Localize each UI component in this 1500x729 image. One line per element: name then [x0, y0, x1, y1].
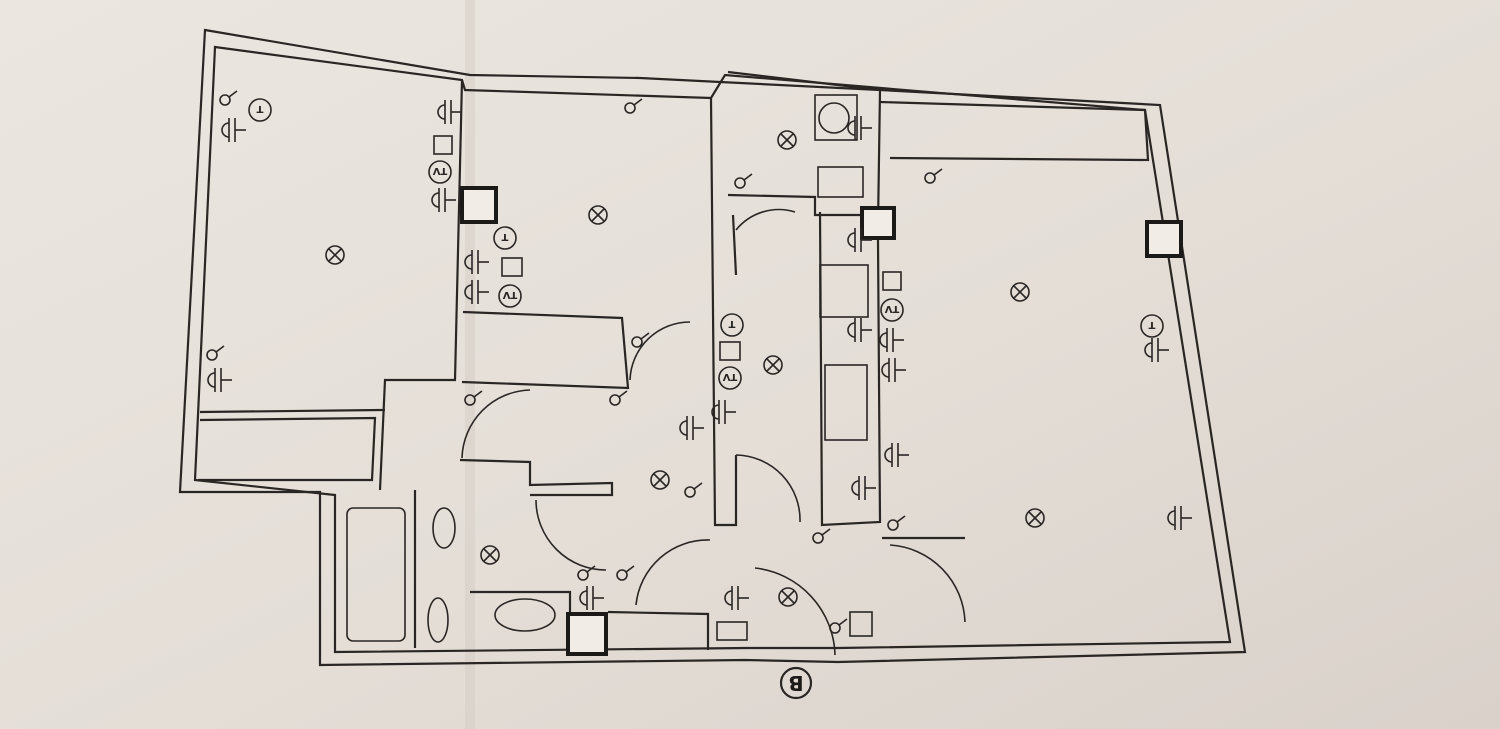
phone-socket-label: T: [1148, 319, 1155, 330]
toilet: [432, 507, 456, 549]
phone-socket-label: T: [256, 103, 263, 114]
entrance-label: B: [788, 671, 803, 695]
tv-socket-label: TV: [884, 303, 899, 314]
kitchen-sink: [817, 166, 864, 198]
entrance-marker: B: [779, 666, 813, 700]
phone-sockets: T T T T: [248, 98, 1164, 338]
tv-sockets: TV TV TV TV: [428, 160, 904, 390]
tv-socket-label: TV: [502, 289, 517, 300]
columns: [460, 186, 1183, 656]
phone-socket-label: T: [501, 231, 508, 242]
tv-socket-label: TV: [722, 371, 737, 382]
bathtub: [346, 507, 406, 642]
interior-walls: [198, 70, 1150, 650]
outer-walls: [178, 28, 1247, 667]
doors: [461, 208, 966, 656]
tv-socket-label: TV: [432, 165, 447, 176]
bidet: [427, 597, 449, 643]
phone-socket-label: T: [728, 318, 735, 329]
sink: [494, 598, 556, 632]
electrical-panel: [849, 611, 873, 637]
washing-machine: [814, 94, 858, 141]
data-sockets: [433, 135, 902, 361]
